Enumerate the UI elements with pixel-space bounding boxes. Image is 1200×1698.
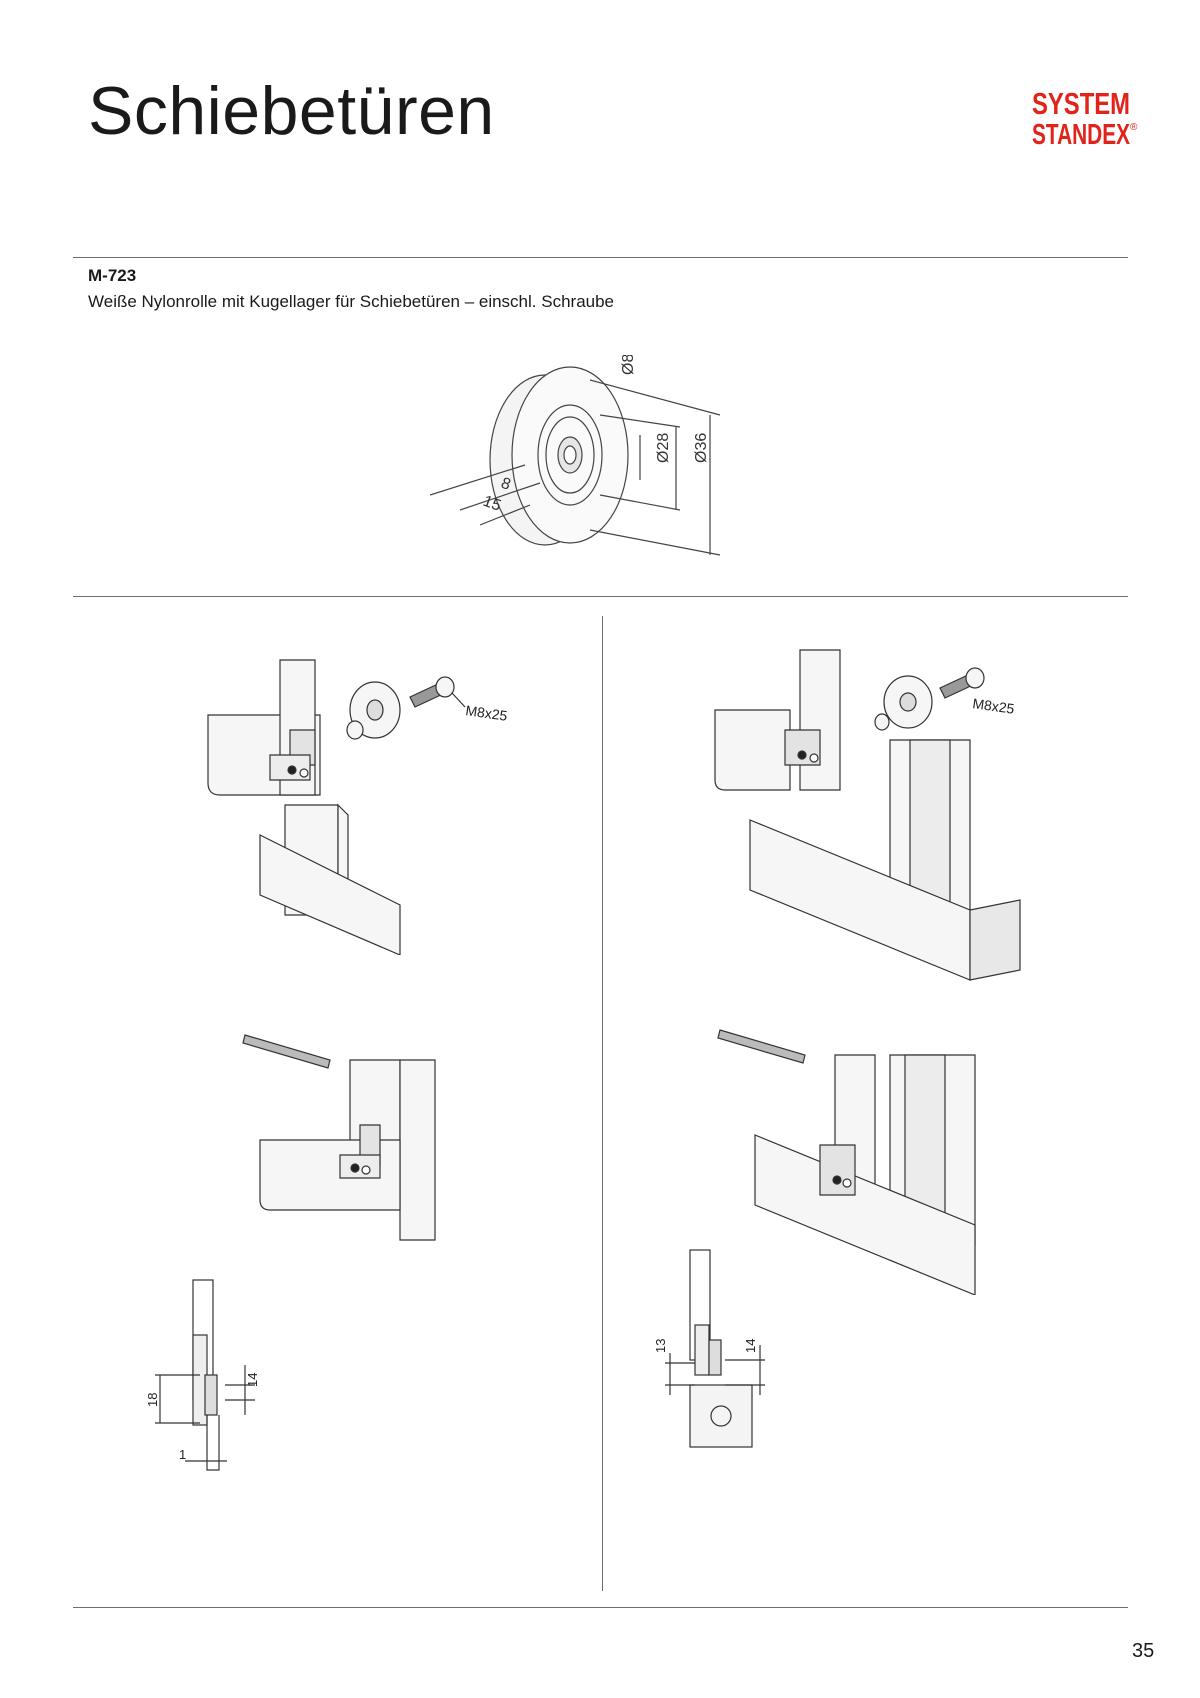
cross-section-left: 14 18 1: [145, 1279, 260, 1471]
assembly-drawing-left-top: M8x25: [207, 659, 509, 955]
product-description: Weiße Nylonrolle mit Kugellager für Schi…: [88, 292, 615, 311]
screw-label-right-top: M8x25: [972, 695, 1016, 717]
dim-d28: Ø28: [655, 433, 672, 463]
dim-1-left: 1: [179, 1447, 186, 1462]
cross-section-right: 13 14: [655, 1249, 765, 1448]
system-standex-logo: SYSTEM STANDEX ®: [1032, 86, 1138, 151]
screw-label-left-top: M8x25: [465, 702, 509, 724]
column-divider: [602, 616, 603, 1591]
dim-d36: Ø36: [693, 433, 710, 463]
wheel-drawing: Ø8 Ø28 Ø36 8 15: [430, 355, 721, 556]
logo-registered-mark: ®: [1130, 122, 1138, 133]
dim-15: 15: [481, 493, 504, 515]
dim-14-left: 14: [245, 1373, 260, 1387]
assembly-drawing-right-top: M8x25: [714, 649, 1021, 981]
page-number: 35: [1132, 1640, 1155, 1662]
page-title: Schiebetüren: [88, 73, 495, 149]
dim-18-left: 18: [145, 1393, 160, 1407]
dim-14-right: 14: [743, 1339, 758, 1353]
assembly-drawing-right-mid: [717, 1029, 976, 1295]
footer-divider: [73, 1607, 1128, 1608]
product-code: M-723: [88, 266, 137, 285]
dim-d8: Ø8: [620, 355, 637, 375]
dim-13-right: 13: [655, 1339, 668, 1353]
logo-line-2: STANDEX: [1032, 119, 1130, 151]
assembly-drawing-left-mid: [242, 1034, 436, 1241]
header-divider: [73, 257, 1128, 258]
logo-line-1: SYSTEM: [1032, 86, 1130, 121]
section-divider: [73, 596, 1128, 597]
